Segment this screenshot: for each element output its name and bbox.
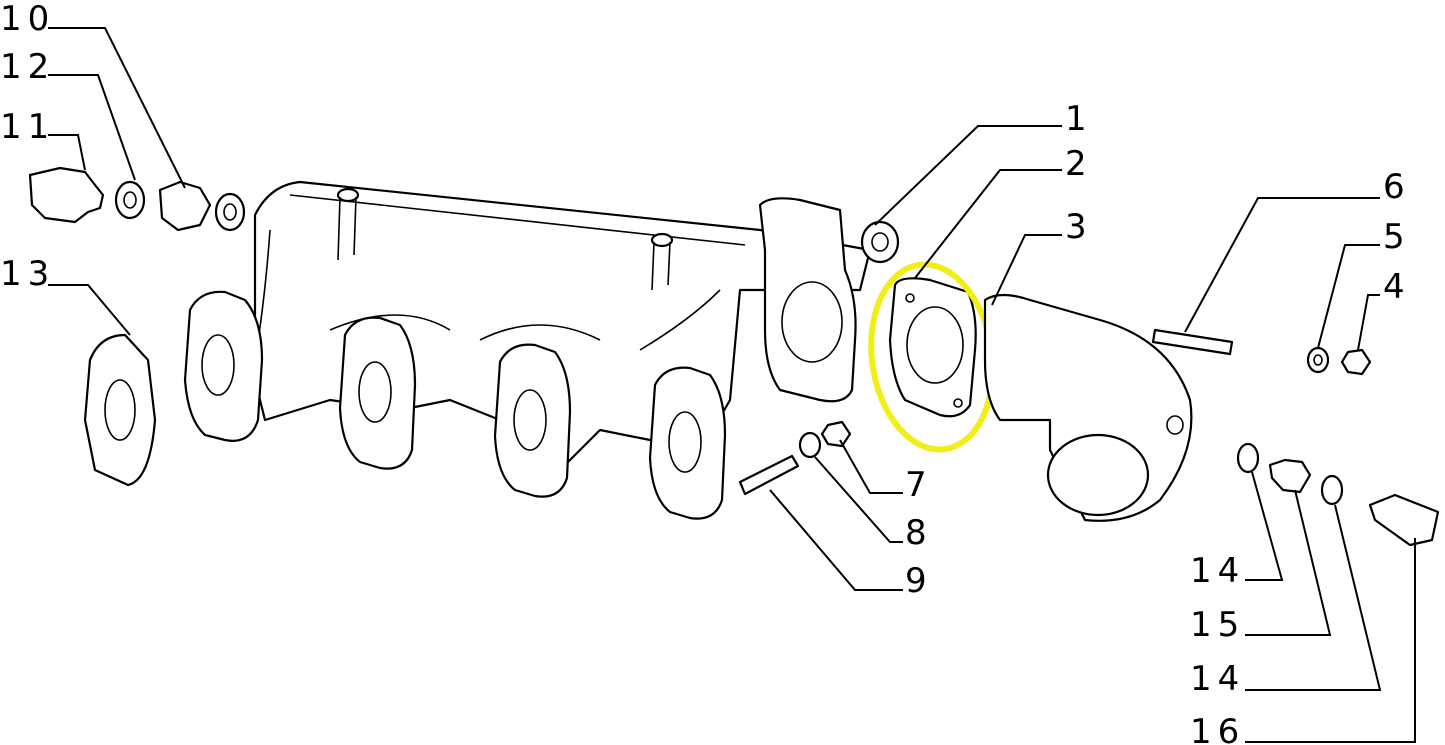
- callout-label-3: 3: [1065, 207, 1093, 247]
- washer-part-12[interactable]: [114, 180, 146, 220]
- fitting-part-10[interactable]: [158, 180, 212, 232]
- callout-label-5: 5: [1383, 217, 1411, 257]
- callout-label-16: 16: [1190, 712, 1245, 745]
- callout-label-13: 13: [0, 254, 55, 294]
- callout-label-14: 14: [1190, 551, 1245, 591]
- callout-label-12: 12: [0, 47, 55, 87]
- exhaust-pipe-part-3[interactable]: [983, 293, 1193, 522]
- callout-label-7: 7: [905, 465, 933, 505]
- plug-part-15[interactable]: [1268, 458, 1312, 494]
- exhaust-manifold-part-1[interactable]: [183, 180, 900, 520]
- callout-label-9: 9: [905, 561, 933, 601]
- washer-part-14a[interactable]: [1236, 442, 1260, 474]
- nut-part-4[interactable]: [1340, 348, 1372, 376]
- sensor-part-16[interactable]: [1368, 493, 1440, 547]
- nut-part-7[interactable]: [820, 420, 852, 448]
- gasket-part-2[interactable]: [888, 277, 977, 418]
- washer-extra: [214, 192, 246, 232]
- washer-part-8[interactable]: [798, 431, 822, 459]
- gasket-part-13[interactable]: [83, 333, 157, 487]
- leader-lines: [48, 27, 1416, 743]
- callout-label-2: 2: [1065, 144, 1093, 184]
- stud-part-9[interactable]: [738, 454, 800, 496]
- callout-label-15: 15: [1190, 605, 1245, 645]
- washer-part-14b[interactable]: [1320, 474, 1344, 506]
- callout-label-11: 11: [0, 107, 55, 147]
- callout-label-10: 10: [0, 0, 55, 39]
- stud-part-6[interactable]: [1151, 328, 1234, 356]
- callout-label-6: 6: [1383, 167, 1411, 207]
- callout-label-4: 4: [1383, 267, 1411, 307]
- callout-label-14-second: 14: [1190, 659, 1245, 699]
- callout-label-1: 1: [1065, 99, 1093, 139]
- callout-label-8: 8: [905, 513, 933, 553]
- washer-part-5[interactable]: [1306, 346, 1330, 374]
- fitting-part-11[interactable]: [28, 166, 105, 224]
